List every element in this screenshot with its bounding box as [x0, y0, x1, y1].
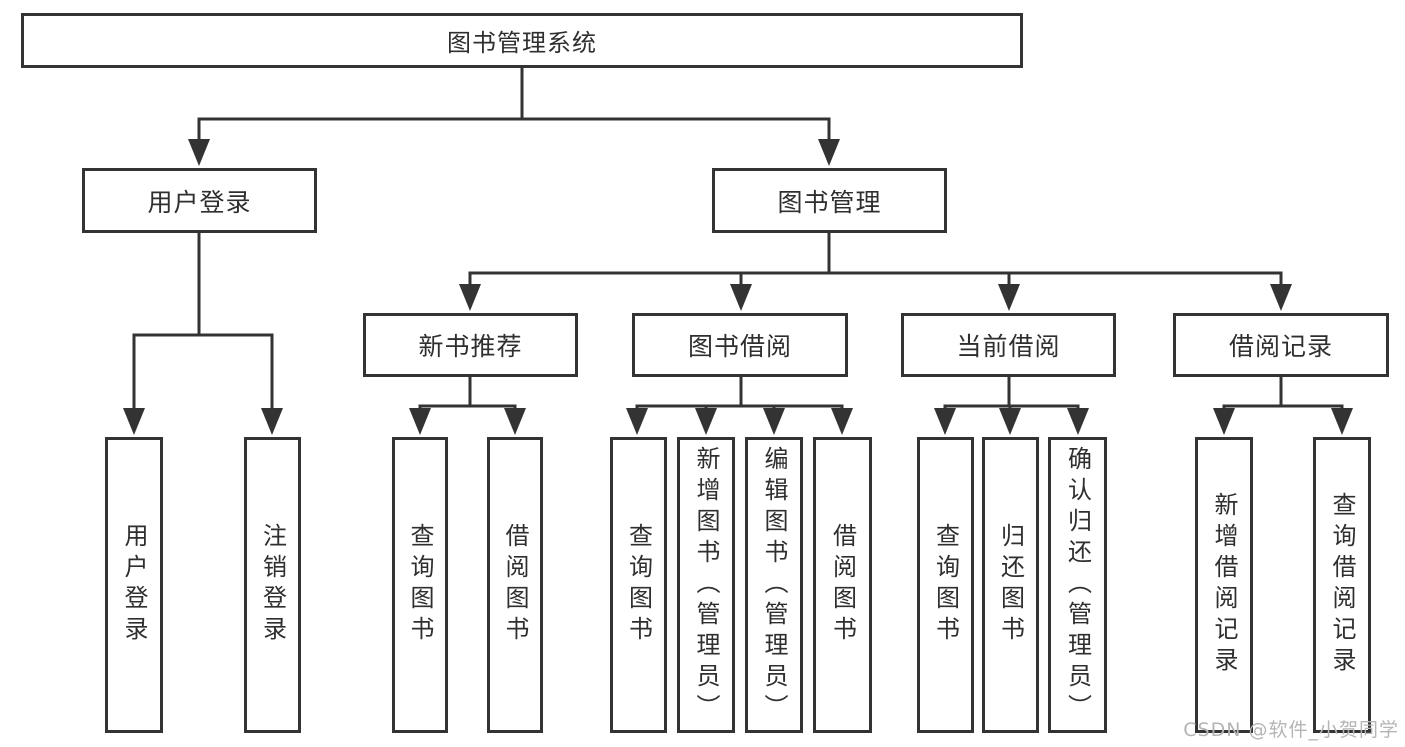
node-current-borrowing: 当前借阅: [901, 313, 1116, 377]
node-add-books-admin: 新增图书（管理员）: [677, 437, 735, 733]
node-borrow-books-recommend-label: 借阅图书: [501, 523, 529, 647]
node-book-borrowing: 图书借阅: [632, 313, 848, 377]
node-book-borrowing-label: 图书借阅: [687, 332, 792, 361]
node-user-login-module: 用户登录: [82, 168, 317, 233]
node-edit-books-admin: 编辑图书（管理员）: [745, 437, 803, 733]
node-new-book-recommendation-label: 新书推荐: [418, 332, 523, 361]
node-query-books-borrowing-label: 查询图书: [624, 523, 653, 647]
node-query-books-recommend: 查询图书: [392, 437, 448, 733]
node-borrow-books-label: 借阅图书: [828, 523, 857, 647]
node-user-login-label: 用户登录: [120, 523, 148, 647]
node-edit-books-admin-label: 编辑图书（管理员）: [760, 445, 788, 725]
node-book-management-module: 图书管理: [712, 168, 947, 233]
node-logout: 注销登录: [244, 437, 301, 733]
node-current-borrowing-label: 当前借阅: [956, 332, 1061, 361]
node-user-login: 用户登录: [105, 437, 163, 733]
node-borrow-books: 借阅图书: [813, 437, 872, 733]
node-query-books-current: 查询图书: [917, 437, 974, 733]
node-query-books-recommend-label: 查询图书: [406, 523, 434, 647]
node-library-system-label: 图书管理系统: [447, 29, 597, 57]
node-return-books-label: 归还图书: [996, 523, 1025, 647]
node-add-books-admin-label: 新增图书（管理员）: [692, 445, 720, 725]
node-confirm-return-admin-label: 确认归还（管理员）: [1063, 445, 1092, 725]
node-book-management-module-label: 图书管理: [777, 187, 882, 217]
node-user-login-module-label: 用户登录: [147, 187, 252, 217]
node-confirm-return-admin: 确认归还（管理员）: [1048, 437, 1107, 733]
node-query-borrow-record: 查询借阅记录: [1313, 437, 1371, 733]
node-add-borrow-record-label: 新增借阅记录: [1210, 492, 1238, 678]
node-query-books-current-label: 查询图书: [931, 523, 960, 647]
node-query-borrow-record-label: 查询借阅记录: [1328, 492, 1356, 678]
node-return-books: 归还图书: [982, 437, 1039, 733]
watermark: CSDN @软件_小贺同学: [1183, 719, 1399, 741]
node-logout-label: 注销登录: [258, 523, 287, 647]
node-add-borrow-record: 新增借阅记录: [1195, 437, 1253, 733]
node-borrowing-records-label: 借阅记录: [1228, 332, 1333, 361]
node-borrow-books-recommend: 借阅图书: [487, 437, 543, 733]
node-query-books-borrowing: 查询图书: [610, 437, 667, 733]
node-new-book-recommendation: 新书推荐: [363, 313, 578, 377]
node-borrowing-records: 借阅记录: [1173, 313, 1389, 377]
node-library-system: 图书管理系统: [21, 13, 1023, 68]
